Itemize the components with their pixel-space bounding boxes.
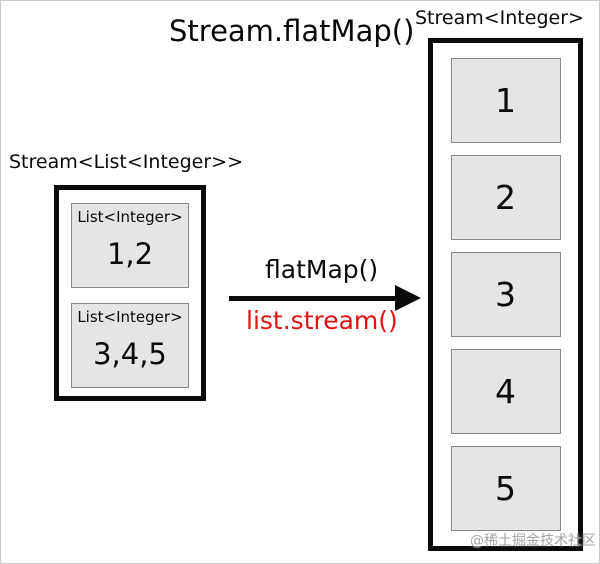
arrow-shaft	[229, 296, 401, 301]
result-item-value: 5	[495, 469, 516, 508]
result-item-value: 1	[495, 81, 516, 120]
source-list-item: List<Integer> 1,2	[71, 203, 189, 288]
result-item: 2	[450, 155, 561, 240]
result-item: 5	[450, 446, 561, 531]
result-stream-box: 1 2 3 4 5	[428, 38, 583, 551]
list-type-label: List<Integer>	[77, 308, 183, 326]
result-item-value: 3	[495, 275, 516, 314]
result-item-value: 2	[495, 178, 516, 217]
result-item: 1	[450, 58, 561, 143]
flatmap-operation-label: flatMap()	[265, 255, 379, 284]
list-values: 3,4,5	[93, 336, 167, 371]
result-item: 4	[450, 349, 561, 434]
source-list-item: List<Integer> 3,4,5	[71, 303, 189, 388]
result-stream-label: Stream<Integer>	[415, 7, 584, 29]
list-values: 1,2	[106, 236, 154, 271]
arrow-head-icon	[395, 285, 421, 311]
source-stream-label: Stream<List<Integer>>	[9, 151, 243, 173]
mapper-expression-label: list.stream()	[246, 306, 398, 335]
source-stream-box: List<Integer> 1,2 List<Integer> 3,4,5	[54, 185, 206, 401]
list-type-label: List<Integer>	[77, 208, 183, 226]
diagram-title: Stream.flatMap()	[169, 14, 415, 48]
result-item-value: 4	[495, 372, 516, 411]
flatmap-arrow	[229, 285, 421, 311]
result-item: 3	[450, 252, 561, 337]
watermark: @稀土掘金技术社区	[470, 533, 596, 549]
